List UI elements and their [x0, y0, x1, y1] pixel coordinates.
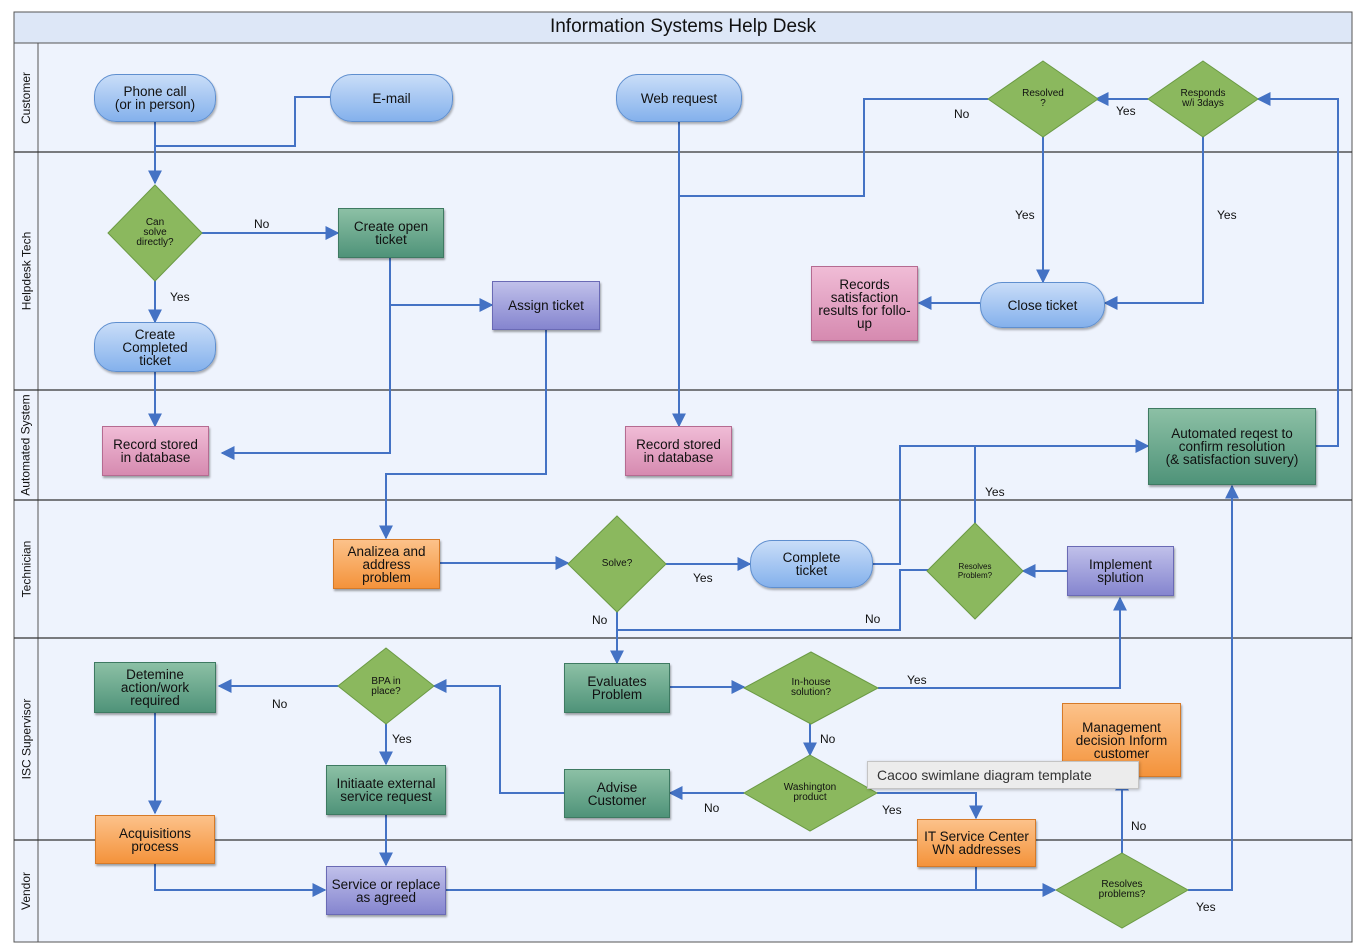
- edge-label-yes: Yes: [170, 290, 190, 304]
- web-request-node: Web request: [616, 74, 742, 122]
- acquisitions-node: Acquisitions process: [95, 815, 215, 864]
- can-solve-label: Can solve directly?: [136, 217, 174, 248]
- email-node: E-mail: [330, 74, 453, 122]
- edge-label-yes: Yes: [1196, 900, 1216, 914]
- automated-request-node: Automated reqest to confirm resolution (…: [1148, 408, 1316, 485]
- record-stored-node: Record stored in database: [102, 426, 209, 476]
- resolved-diamond: [987, 60, 1099, 138]
- connector: [679, 98, 988, 197]
- inhouse-diamond: [742, 651, 880, 725]
- service-replace-node: Service or replace as agreed: [326, 866, 446, 915]
- solve-label: Solve?: [601, 558, 633, 569]
- assign-ticket-node: Assign ticket: [492, 281, 600, 330]
- solve-diamond: [567, 515, 667, 613]
- edge-label-yes: Yes: [1217, 208, 1237, 222]
- edge-label-yes: Yes: [1116, 104, 1136, 118]
- connector: [220, 258, 391, 460]
- edge-label-no: No: [865, 612, 881, 626]
- evaluates-problem-node: Evaluates Problem: [564, 663, 670, 713]
- washington-diamond: [742, 754, 879, 832]
- edge-label-no: No: [254, 217, 270, 231]
- determine-action-node: Detemine action/work required: [94, 662, 216, 713]
- resolves-problem-diamond: [926, 522, 1024, 620]
- create-open-ticket-node: Create open ticket: [338, 208, 444, 258]
- edge-label-no: No: [1131, 819, 1147, 833]
- lane-label: Technician: [19, 540, 34, 598]
- edge-label-no: No: [592, 613, 608, 627]
- inhouse-label: In-house solution?: [790, 677, 832, 698]
- it-service-center-node: IT Service Center WN addresses: [917, 819, 1036, 867]
- edge-label-no: No: [820, 732, 836, 746]
- lane-label: ISC Supervisor: [19, 698, 34, 780]
- complete-ticket-node: Complete ticket: [750, 540, 873, 588]
- responds-label: Responds w/i 3days: [1180, 88, 1226, 109]
- phone-call-node: Phone call (or in person): [94, 74, 216, 122]
- edge-label-no: No: [954, 107, 970, 121]
- lane-technician: Technician: [14, 500, 38, 638]
- connector: [155, 96, 330, 147]
- resolved-label: Resolved ?: [1022, 88, 1064, 109]
- bpa-label: BPA in place?: [371, 676, 401, 697]
- edge-label-no: No: [272, 697, 288, 711]
- edge-label-yes: Yes: [392, 732, 412, 746]
- lane-helpdesk-tech: Helpdesk Tech: [14, 152, 38, 390]
- connector: [432, 679, 564, 794]
- washington-label: Washington product: [783, 782, 837, 803]
- resolves-problem-label: Resolves Problem?: [957, 562, 993, 580]
- record-stored-node: Record stored in database: [625, 426, 732, 476]
- connector: [154, 864, 327, 897]
- records-satisfaction-node: Records satisfaction results for follo- …: [811, 266, 918, 341]
- template-tooltip: Cacoo swimlane diagram template: [867, 761, 1139, 789]
- resolves-problems-diamond: [1054, 852, 1190, 929]
- edge-label-yes: Yes: [985, 485, 1005, 499]
- lane-vendor: Vendor: [14, 840, 38, 942]
- lane-automated-system: Automated System: [14, 390, 38, 500]
- can-solve-diamond: [107, 184, 203, 282]
- lane-label: Vendor: [19, 871, 34, 911]
- edge-label-yes: Yes: [907, 673, 927, 687]
- edge-label-yes: Yes: [882, 803, 902, 817]
- analyze-problem-node: Analizea and address problem: [333, 539, 440, 589]
- connector: [878, 596, 1127, 689]
- responds-diamond: [1147, 60, 1259, 138]
- connector: [379, 330, 547, 540]
- title-bar: [13, 11, 1353, 44]
- lane-label: Customer: [19, 71, 34, 124]
- connector: [873, 439, 1150, 565]
- bpa-diamond: [337, 647, 435, 725]
- initiate-external-node: Initiaate external service request: [326, 765, 446, 815]
- diagram-title: Information Systems Help Desk: [549, 16, 817, 37]
- connector: [617, 569, 930, 631]
- resolves-problems-label: Resolves problems?: [1098, 879, 1146, 900]
- edge-label-yes: Yes: [693, 571, 713, 585]
- connector: [1103, 137, 1204, 310]
- lane-label: Automated System: [19, 394, 34, 496]
- advise-customer-node: Advise Customer: [564, 769, 670, 818]
- lane-label: Helpdesk Tech: [19, 231, 33, 311]
- lane-isc-supervisor: ISC Supervisor: [14, 638, 38, 840]
- connector: [1188, 484, 1239, 891]
- close-ticket-node: Close ticket: [980, 282, 1105, 328]
- create-completed-ticket-node: Create Completed ticket: [94, 322, 216, 372]
- implement-solution-node: Implement splution: [1067, 546, 1174, 596]
- connector: [877, 792, 983, 820]
- connector: [1256, 92, 1339, 447]
- edge-label-no: No: [704, 801, 720, 815]
- lane-customer: Customer: [14, 43, 38, 152]
- edge-label-yes: Yes: [1015, 208, 1035, 222]
